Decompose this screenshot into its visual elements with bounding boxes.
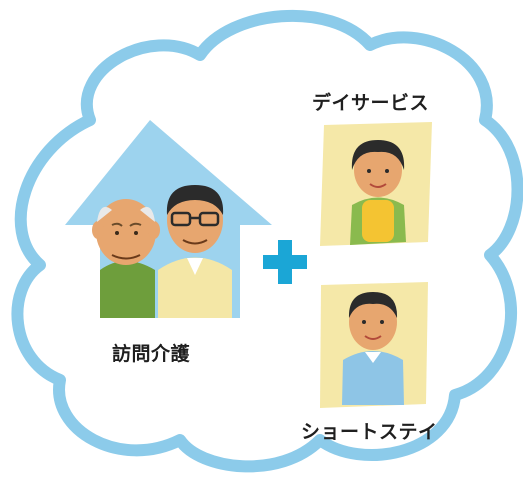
day-service-label: デイサービス xyxy=(312,92,430,114)
home-visit-label: 訪問介護 xyxy=(112,343,191,365)
cloud-frame xyxy=(11,9,523,473)
caregiver-man-photo xyxy=(320,282,428,408)
plus-icon xyxy=(263,240,307,284)
short-stay-label: ショートステイ xyxy=(301,421,438,443)
caregiver-woman-photo xyxy=(320,122,432,246)
elderly-couple-illustration xyxy=(92,185,232,318)
